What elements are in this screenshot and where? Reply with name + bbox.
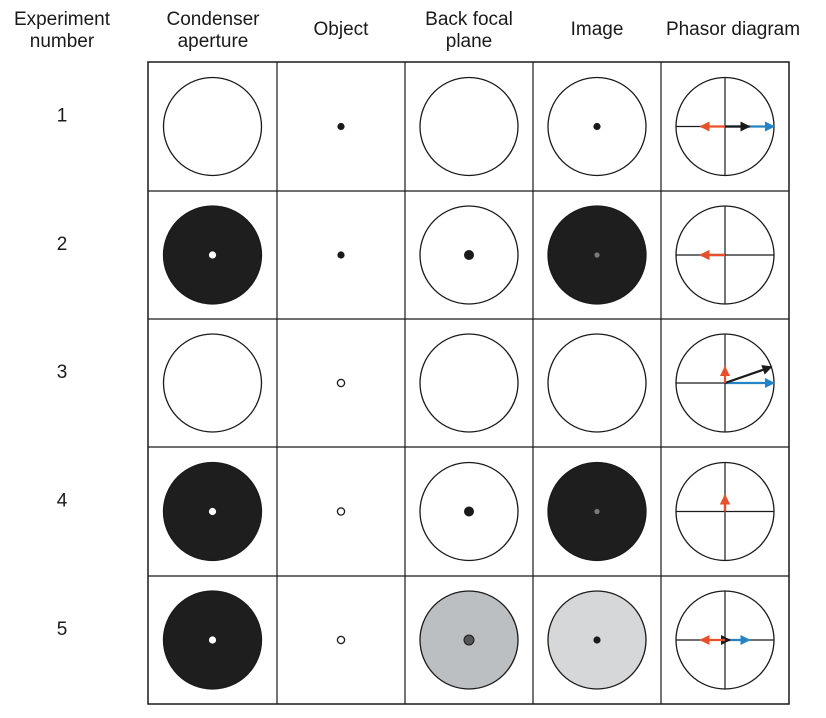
condenser-pinhole bbox=[208, 507, 217, 516]
column-header-line: aperture bbox=[178, 31, 249, 52]
object-dot bbox=[336, 635, 346, 645]
column-header: Image bbox=[571, 19, 624, 40]
condenser-aperture-disk bbox=[162, 76, 263, 177]
back-focal-plane-dot bbox=[463, 634, 475, 646]
table-row bbox=[162, 461, 775, 562]
column-header: Object bbox=[314, 19, 370, 40]
column-header-line: plane bbox=[446, 31, 493, 52]
experiment-number: 1 bbox=[57, 106, 68, 127]
image-dot bbox=[594, 252, 600, 258]
back-focal-plane-disk bbox=[419, 76, 519, 177]
table-border bbox=[147, 61, 790, 705]
experiment-number: 4 bbox=[57, 491, 68, 512]
column-header: Phasor diagram bbox=[666, 19, 800, 40]
experiment-numbers: 1 2 3 4 5 bbox=[57, 106, 68, 641]
back-focal-plane-dot bbox=[464, 250, 474, 260]
column-header-line: Image bbox=[571, 19, 624, 40]
phasor-arrow-black bbox=[724, 365, 773, 385]
experiment-number: 2 bbox=[57, 234, 68, 255]
table-row bbox=[162, 205, 775, 305]
back-focal-plane-dot bbox=[464, 506, 474, 517]
condenser-pinhole bbox=[208, 251, 217, 259]
experiment-number: 5 bbox=[57, 619, 68, 640]
column-header-line: number bbox=[30, 31, 95, 52]
image-dot bbox=[593, 122, 601, 131]
table-row bbox=[162, 590, 775, 690]
object-dot bbox=[336, 378, 346, 388]
object-dot bbox=[337, 122, 345, 131]
column-header-line: Back focal bbox=[425, 9, 513, 30]
table-cells bbox=[162, 76, 776, 690]
column-header-line: Experiment bbox=[14, 9, 111, 30]
object-dot bbox=[337, 251, 345, 259]
table-row bbox=[162, 76, 776, 177]
column-header-line: Object bbox=[314, 19, 370, 40]
image-dot bbox=[594, 508, 600, 515]
experiment-number: 3 bbox=[57, 362, 68, 383]
condenser-pinhole bbox=[208, 636, 217, 644]
column-header-line: Phasor diagram bbox=[666, 19, 800, 40]
image-disk bbox=[547, 333, 647, 433]
image-dot bbox=[593, 636, 601, 644]
condenser-aperture-disk bbox=[162, 333, 263, 433]
table-row bbox=[162, 333, 776, 433]
table-grid bbox=[147, 61, 790, 705]
column-header-line: Condenser bbox=[167, 9, 261, 30]
object-dot bbox=[336, 507, 346, 516]
back-focal-plane-disk bbox=[419, 333, 519, 433]
